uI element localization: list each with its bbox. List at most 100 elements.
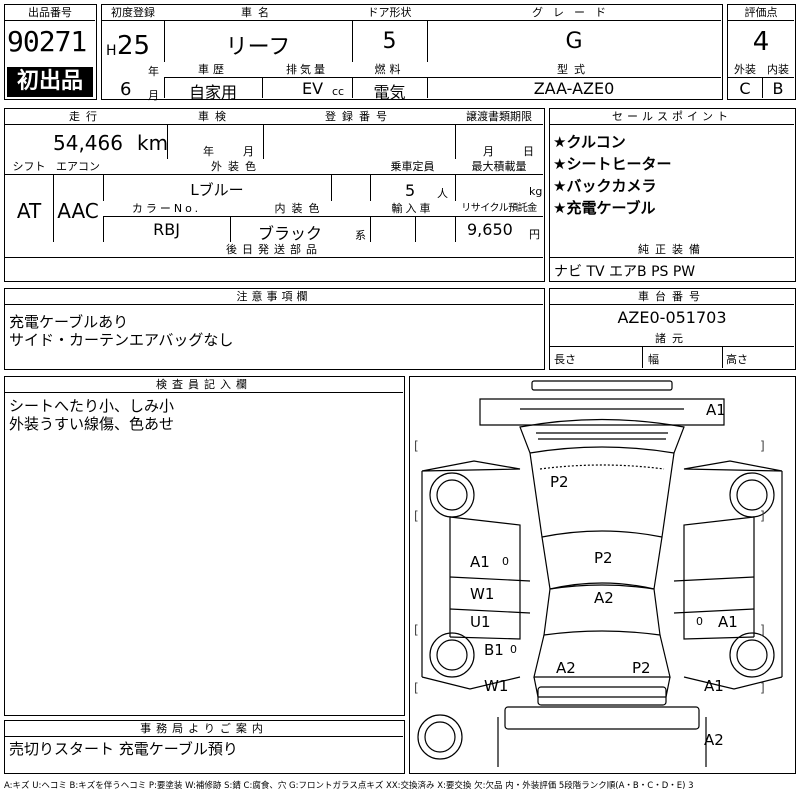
sales-point-4: ★充電ケーブル [553,199,656,217]
shift: AT [16,199,42,223]
damage-left-quarter: W1 [484,677,509,695]
reg-month: 6 [120,79,132,100]
fuel-label: 燃料 [352,62,427,77]
bracket-left-bottom: [ [414,681,419,695]
equipment-label: 純正装備 [550,242,794,257]
equipment-value: ナビ TV エアB PS PW [554,264,696,280]
inspection-year-unit: 年 [203,145,214,158]
details-table: 走行 54,466 km 車検 年 月 登録番号 譲渡書類期限 月 日 シフト … [4,108,545,282]
office-box: 事務局よりご案内 売切りスタート 充電ケーブル預り [4,720,405,774]
grade-label: グレード [427,5,721,20]
int-color-label: 内装色 [230,201,370,216]
office-text: 売切りスタート 充電ケーブル預り [9,740,238,758]
shift-label: シフト [5,159,53,174]
reg-year: 25 [117,31,151,61]
width-label: 幅 [648,353,659,366]
model-code: ZAA-AZE0 [533,79,615,98]
history: 自家用 [188,83,237,102]
mileage-label: 走行 [5,109,167,124]
notes-label: 注意事項欄 [5,289,543,305]
reg-year-unit: 年 [148,65,159,78]
score-label: 評価点 [728,5,794,20]
car-name: リーフ [225,35,291,60]
damage-left-front-small: 0 [502,555,509,568]
history-label: 車歴 [164,62,262,77]
ac-label: エアコン [53,159,103,174]
displacement: EV [302,79,324,98]
office-label: 事務局よりご案内 [5,721,403,737]
bracket-right-bottom: ] [760,681,765,695]
damage-diagram: A1 P2 A1 0 P2 W1 A2 U1 A1 0 B1 0 A2 P2 W… [409,376,796,774]
reg-no-label: 登録番号 [263,109,455,124]
first-listing-badge: 初出品 [7,67,93,97]
sales-point-3: ★バックカメラ [553,177,657,195]
interior-label: 内装 [762,62,794,77]
notes-line-2: サイド・カーテンエアバッグなし [9,331,234,349]
bracket-left-low: [ [414,623,419,637]
damage-roof-rear: A2 [594,589,614,607]
first-reg-label: 初度登録 [102,5,164,20]
capacity: 5 [405,181,416,200]
color-no: RBJ [153,220,180,239]
color-no-label: カラーNo. [103,201,230,216]
import-label: 輸入車 [370,201,455,216]
ext-color: Lブルー [190,181,244,199]
dims-label: 諸元 [550,331,794,346]
damage-left-door-w: W1 [470,585,495,603]
notes-line-1: 充電ケーブルあり [9,313,129,331]
length-label: 長さ [554,353,576,366]
inspector-line-1: シートへたり小、しみ小 [9,397,175,415]
chassis-number: AZE0-051703 [617,308,727,327]
mileage: 54,466 [53,131,123,155]
damage-left-rear-small: 0 [510,643,517,656]
bracket-right-low: ] [760,623,765,637]
damage-right-front: A1 [718,613,738,631]
sales-point-2: ★シートヒーター [553,155,672,173]
damage-hood: P2 [550,473,569,491]
recycle-label: リサイクル預託金 [455,201,543,216]
transfer-doc-label: 譲渡書類期限 [455,109,543,124]
door-label: ドア形状 [352,5,427,20]
mileage-unit: km [137,131,169,155]
recycle-fee: 9,650 [467,220,513,239]
inspector-box: 検査員記入欄 シートへたり小、しみ小 外装うすい線傷、色あせ [4,376,405,716]
inspection-month-unit: 月 [243,145,254,158]
sales-point-1: ★クルコン [553,133,626,151]
displacement-label: 排気量 [262,62,352,77]
chassis-label: 車台番号 [550,289,794,305]
lot-number-label: 出品番号 [5,5,95,21]
lot-number-box: 出品番号 90271 初出品 [4,4,97,100]
lot-number: 90271 [7,25,87,58]
damage-right-quarter: A1 [704,677,724,695]
interior-score: B [772,79,784,98]
inspector-label: 検査員記入欄 [5,377,403,393]
bracket-right-mid: ] [760,509,765,523]
damage-left-front: A1 [470,553,490,571]
damage-trunk-right: P2 [632,659,651,677]
fuel: 電気 [373,83,406,102]
car-name-label: 車名 [164,5,352,20]
bracket-left-mid: [ [414,509,419,523]
transfer-day-unit: 日 [523,145,534,158]
score-box: 評価点 4 外装 内装 C B [727,4,796,100]
recycle-unit: 円 [529,228,540,241]
exterior-score: C [739,79,751,98]
grade: G [565,29,583,54]
height-label: 高さ [726,353,748,366]
vehicle-header-table: 初度登録 H 25 年 6 月 車名 リーフ ドア形状 5 グレード G 車歴 … [101,4,723,102]
car-outline-diagram [417,380,783,767]
ac: AAC [57,199,99,223]
reg-month-unit: 月 [148,89,159,102]
damage-trunk-left: A2 [556,659,576,677]
capacity-unit: 人 [437,187,448,200]
exterior-label: 外装 [728,62,762,77]
damage-top-right: A1 [706,401,726,419]
inspector-line-2: 外装うすい線傷、色あせ [9,415,175,433]
model-label: 型式 [427,62,721,77]
inspection-label: 車検 [167,109,263,124]
chassis-box: 車台番号 AZE0-051703 諸元 長さ 幅 高さ [549,288,796,370]
ext-color-label: 外装色 [103,159,370,174]
sales-points-box: セールスポイント ★クルコン ★シートヒーター ★バックカメラ ★充電ケーブル … [549,108,796,282]
max-load-unit: kg [529,185,543,198]
damage-roof: P2 [594,549,613,567]
